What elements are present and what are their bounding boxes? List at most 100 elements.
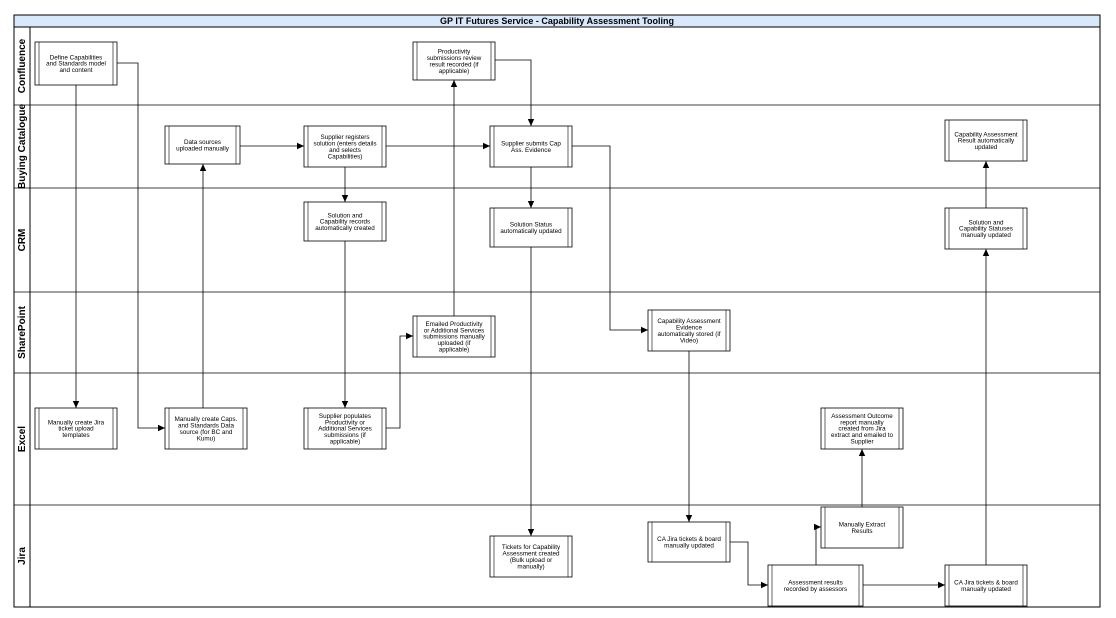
process-box bbox=[944, 564, 1028, 607]
process-label-line: updated bbox=[975, 144, 998, 151]
process-box bbox=[820, 407, 904, 450]
process-label-line: Capability records bbox=[320, 219, 370, 226]
process-box bbox=[489, 125, 573, 168]
process-box bbox=[489, 535, 573, 578]
process-label-line: Capability Assessment bbox=[954, 131, 1018, 138]
lane-label-buying: Buying Catalogue bbox=[17, 104, 28, 189]
process-label-line: Assessment created bbox=[502, 551, 560, 558]
process-box bbox=[767, 564, 864, 607]
lane-label-excel: Excel bbox=[17, 426, 28, 452]
process-box bbox=[303, 125, 387, 168]
lane-label-jira: Jira bbox=[17, 547, 28, 565]
process-box bbox=[303, 407, 387, 450]
process-box bbox=[34, 407, 118, 450]
process-node-n11: Capability AssessmentEvidenceautomatical… bbox=[647, 309, 731, 352]
process-label-line: result recorded (if bbox=[430, 61, 479, 68]
process-label-line: Supplier bbox=[850, 439, 873, 446]
process-label-line: Emailed Productivity bbox=[425, 321, 483, 328]
edge-n5-n11 bbox=[572, 145, 648, 334]
process-label-line: Solution and bbox=[968, 219, 1004, 226]
process-box bbox=[944, 119, 1028, 162]
process-label-line: submissions manually bbox=[423, 334, 485, 341]
process-label-line: Results bbox=[852, 528, 873, 535]
process-label-line: templates bbox=[62, 432, 89, 439]
process-label-line: Supplier submits Cap bbox=[501, 141, 561, 148]
process-label-line: applicable) bbox=[439, 68, 469, 75]
process-label-line: applicable) bbox=[330, 439, 360, 446]
process-label-line: Supplier populates bbox=[319, 413, 371, 420]
process-label-line: solution (enters details bbox=[313, 141, 376, 148]
process-label-line: and selects bbox=[329, 147, 361, 154]
process-label-line: submissions (if bbox=[324, 432, 366, 439]
process-box bbox=[647, 521, 731, 563]
process-label-line: automatically updated bbox=[500, 228, 562, 235]
edge-n2-n5 bbox=[495, 59, 535, 126]
process-label-line: recorded by assessors bbox=[784, 586, 847, 593]
process-label-line: submissions review bbox=[427, 55, 482, 62]
process-label-line: source (for BC and bbox=[180, 429, 233, 436]
process-label-line: CA Jira tickets & board bbox=[954, 580, 1018, 587]
process-label-line: and content bbox=[60, 67, 93, 74]
process-label-line: manually) bbox=[517, 563, 544, 570]
process-label-line: ticket upload bbox=[58, 426, 94, 433]
process-label-line: CA Jira tickets & board bbox=[657, 536, 721, 543]
process-label-line: automatically created bbox=[315, 225, 375, 232]
process-label-line: or Additional Services bbox=[424, 327, 485, 334]
process-node-n13: Manually create Caps.and Standards Datas… bbox=[164, 407, 248, 450]
process-box bbox=[412, 315, 496, 358]
process-label-line: and Standards Data bbox=[178, 423, 235, 430]
process-label-line: manually updated bbox=[664, 542, 714, 549]
process-label-line: Manually Extract bbox=[839, 522, 886, 529]
process-box bbox=[34, 41, 118, 86]
process-label-line: Result automatically bbox=[958, 138, 1015, 145]
process-label-line: Ass. Evidence bbox=[511, 147, 551, 154]
process-label-line: Evidence bbox=[676, 325, 702, 332]
process-label-line: Kumu) bbox=[197, 435, 216, 442]
process-label-line: Assessment Outcome bbox=[831, 413, 893, 420]
edge-n14-n10 bbox=[386, 332, 413, 429]
process-label-line: Assessment results bbox=[788, 580, 843, 587]
process-label-line: automatically stored (if bbox=[658, 331, 721, 338]
process-box bbox=[164, 125, 241, 165]
process-label-line: Capabilities) bbox=[328, 153, 363, 160]
process-label-line: Capability Assessment bbox=[657, 318, 721, 325]
process-label-line: manually updated bbox=[961, 586, 1011, 593]
process-box bbox=[412, 41, 496, 81]
process-label-line: Manually create Caps. bbox=[175, 416, 238, 423]
edge-n1-n13 bbox=[117, 62, 165, 432]
diagram-frame bbox=[13, 14, 1101, 608]
process-label-line: (Bulk upload or bbox=[510, 557, 552, 564]
process-label-line: and Standards model bbox=[46, 61, 106, 68]
title-bar bbox=[13, 14, 1101, 28]
process-label-line: Manually create Jira bbox=[48, 419, 105, 426]
process-label-line: Solution and bbox=[327, 212, 363, 219]
process-label-line: Define Capabilities bbox=[50, 54, 103, 61]
process-label-line: applicable) bbox=[439, 347, 469, 354]
process-label-line: Productivity or bbox=[325, 419, 365, 426]
process-label-line: Productivity bbox=[438, 49, 471, 56]
lane-label-confluence: Confluence bbox=[17, 38, 28, 93]
process-label-line: Video) bbox=[680, 337, 698, 344]
process-label-line: uploaded manually bbox=[176, 145, 230, 152]
process-box bbox=[303, 201, 387, 242]
process-label-line: Capability Statuses bbox=[959, 226, 1013, 233]
process-label-line: Additional Services bbox=[318, 426, 372, 433]
process-box bbox=[164, 407, 248, 450]
lane-label-sharepoint: SharePoint bbox=[17, 305, 28, 358]
diagram-title: GP IT Futures Service - Capability Asses… bbox=[440, 16, 674, 26]
